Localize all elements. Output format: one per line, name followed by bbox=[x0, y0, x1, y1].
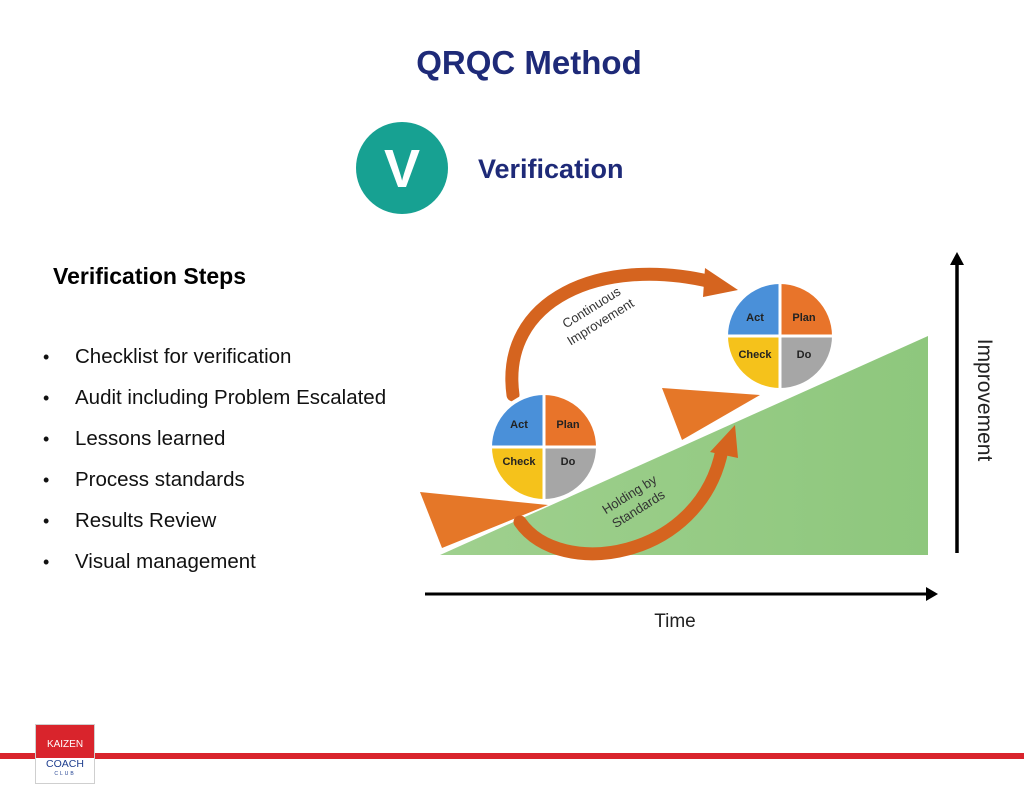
y-axis-label: Improvement bbox=[973, 339, 996, 462]
y-axis-arrowhead bbox=[950, 252, 964, 265]
list-item: Results Review bbox=[40, 507, 386, 548]
section-title: Verification bbox=[478, 154, 624, 184]
footer-divider bbox=[0, 753, 1024, 759]
check-quadrant bbox=[492, 447, 544, 499]
upper-wedge bbox=[662, 388, 760, 440]
pdca-wheel-lower: Act Plan Check Do bbox=[488, 391, 600, 503]
lower-wedge bbox=[420, 492, 548, 548]
plan-quadrant bbox=[544, 395, 596, 447]
svg-text:Do: Do bbox=[561, 456, 576, 468]
x-axis-label: Time bbox=[654, 611, 696, 632]
x-axis-arrowhead bbox=[926, 587, 938, 601]
kaizen-coach-club-logo: KAIZEN COACH CLUB bbox=[35, 724, 95, 784]
steps-list: Checklist for verification Audit includi… bbox=[40, 343, 386, 589]
list-item: Lessons learned bbox=[40, 425, 386, 466]
act-quadrant bbox=[492, 395, 544, 447]
check-quadrant bbox=[728, 336, 780, 388]
holding-arrowhead bbox=[710, 425, 738, 458]
list-item: Audit including Problem Escalated bbox=[40, 384, 386, 425]
page-title: QRQC Method bbox=[416, 44, 642, 81]
svg-text:Plan: Plan bbox=[556, 419, 580, 431]
continuous-improvement-arrow bbox=[505, 267, 719, 402]
pdca-wheel-upper: Act Plan Check Do bbox=[724, 280, 836, 392]
svg-text:Act: Act bbox=[510, 419, 528, 431]
steps-heading: Verification Steps bbox=[53, 263, 247, 289]
svg-text:Do: Do bbox=[797, 349, 812, 361]
badge-letter: V bbox=[383, 139, 421, 199]
list-item: Visual management bbox=[40, 548, 386, 589]
plan-quadrant bbox=[780, 284, 832, 336]
improvement-slope bbox=[440, 336, 928, 555]
do-quadrant bbox=[780, 336, 832, 388]
verification-badge: V bbox=[356, 122, 448, 214]
act-quadrant bbox=[728, 284, 780, 336]
do-quadrant bbox=[544, 447, 596, 499]
list-item: Process standards bbox=[40, 466, 386, 507]
svg-text:Check: Check bbox=[738, 349, 772, 361]
list-item: Checklist for verification bbox=[40, 343, 386, 384]
svg-text:Act: Act bbox=[746, 312, 764, 324]
svg-text:Plan: Plan bbox=[792, 312, 816, 324]
holding-standards-arrow bbox=[513, 443, 729, 561]
continuous-arrowhead bbox=[703, 268, 738, 297]
svg-text:Check: Check bbox=[502, 456, 536, 468]
